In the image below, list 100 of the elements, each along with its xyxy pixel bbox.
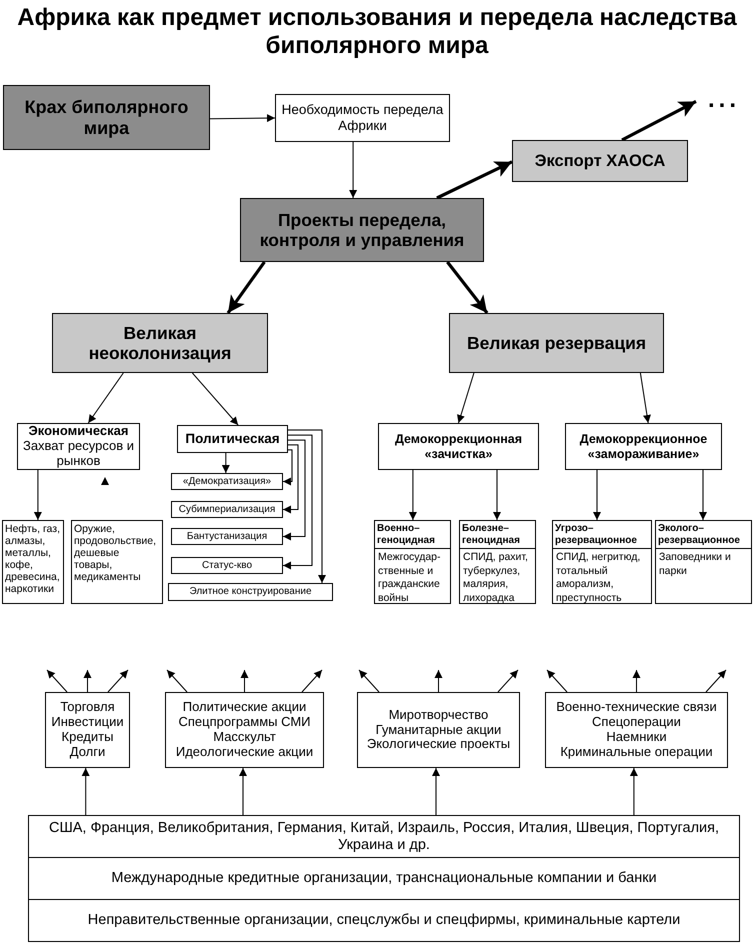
arrow <box>546 670 568 692</box>
arrow <box>108 670 128 692</box>
process-box <box>171 557 283 574</box>
box-text: Нефть, газ, алмазы, металлы, кофе, древесина, наркотики <box>5 523 61 596</box>
process-box <box>165 692 324 768</box>
process-box <box>545 692 728 768</box>
box-text: Экологические проекты <box>366 737 512 752</box>
arrow <box>288 430 326 584</box>
box-text: Масскульт <box>212 730 277 745</box>
category-card <box>552 520 652 604</box>
arrow <box>210 114 276 122</box>
box-text: Необходимость передела Африки <box>280 102 444 134</box>
arrow <box>432 768 440 816</box>
table-row: Международные кредитные организации, транснациональные компании и банки <box>29 857 739 899</box>
table-row: Неправительственные организации, спецслужбы и спецфирмы, криминальные картели <box>29 899 739 941</box>
box-text: Великая резервация <box>466 332 648 354</box>
box-text: Спецоперации <box>591 715 682 730</box>
card-text: Заповедники и парки <box>658 550 732 579</box>
box-text: Гуманитарные акции <box>374 722 502 738</box>
box-text: Долги <box>70 744 106 760</box>
category-card <box>459 520 536 604</box>
process-box <box>357 692 520 768</box>
list-box <box>71 520 163 604</box>
arrow <box>593 470 601 520</box>
process-box <box>45 692 130 768</box>
arrow <box>46 670 68 692</box>
process-box <box>378 423 539 470</box>
arrow <box>706 670 726 692</box>
arrow <box>446 261 488 314</box>
box-text: Военно-технические связи <box>555 700 718 716</box>
box-text: «Демократизация» <box>182 476 272 488</box>
box-text: Наемники <box>605 730 668 745</box>
arrow <box>434 670 442 692</box>
arrow <box>408 470 417 520</box>
box-text: Политические акции <box>182 700 308 716</box>
process-box <box>171 473 283 490</box>
box-text: Проекты передела, контроля и управления <box>258 210 466 250</box>
arrow <box>88 372 124 424</box>
arrow <box>632 670 640 692</box>
card-heading: Болезне– геноцидная <box>460 521 535 549</box>
process-box <box>449 313 664 373</box>
process-box <box>52 313 268 373</box>
arrow <box>436 160 513 200</box>
arrow <box>166 670 188 692</box>
box-text: Инвестиции <box>50 715 125 730</box>
box-text: Криминальные операции <box>559 744 714 760</box>
box-text: Идеологические акции <box>174 744 314 760</box>
box-text: Великая неоколонизация <box>88 322 232 364</box>
arrow <box>358 670 380 692</box>
box-text: Кредиты <box>60 730 114 745</box>
actors-table <box>28 815 740 942</box>
arrow <box>239 768 247 816</box>
arrow <box>457 372 474 424</box>
card-text: СПИД, негритюд, тотальный аморализм, преступность <box>555 550 642 606</box>
card-heading: Военно– геноцидная <box>375 521 450 549</box>
box-text: Бантустанизация <box>186 530 268 542</box>
process-box <box>177 425 288 453</box>
arrow <box>302 670 322 692</box>
box-text: Демокоррекционное «замораживание» <box>578 432 708 461</box>
card-text: СПИД, рахит, туберкулез, малярия, лихорадка <box>462 550 529 606</box>
card-heading: Угрозо– резервационное <box>553 521 651 549</box>
list-box <box>2 520 64 604</box>
box-text: Элитное конструирование <box>188 586 313 598</box>
arrow <box>630 768 638 816</box>
process-box <box>565 423 722 470</box>
process-box <box>240 198 484 262</box>
table-row-text: США, Франция, Великобритания, Германия, Китай, Израиль, Россия, Италия, Швеция, Португалия, Украина и др. <box>48 818 720 854</box>
arrow <box>192 372 239 426</box>
process-box <box>512 140 688 182</box>
category-card <box>374 520 451 604</box>
process-box <box>275 94 450 142</box>
arrow <box>282 440 306 540</box>
box-text: Политическая <box>184 431 281 447</box>
box-text: Статус-кво <box>200 560 254 572</box>
process-box <box>168 583 333 601</box>
process-box <box>171 528 283 545</box>
arrow <box>498 670 518 692</box>
arrow <box>282 434 312 570</box>
arrow <box>222 452 230 474</box>
box-text: Оружие, продовольствие, дешевые товары, медикаменты <box>74 523 158 584</box>
box-text: Захват ресурсов и рынков <box>22 439 136 469</box>
box-text: Торговля <box>59 700 116 716</box>
arrow <box>699 470 707 520</box>
arrow <box>82 768 90 816</box>
box-text: Крах биполярного мира <box>24 96 190 138</box>
arrow <box>240 670 248 692</box>
process-box <box>3 85 210 150</box>
arrow <box>640 372 651 424</box>
diagram-title: Африка как предмет использования и передела наследства биполярного мира <box>16 4 738 60</box>
arrow <box>282 444 298 514</box>
arrow <box>34 470 42 520</box>
arrow <box>226 261 266 314</box>
arrow <box>84 670 92 692</box>
box-heading: Экономическая <box>28 424 130 440</box>
arrow <box>621 100 697 142</box>
box-text: Миротворчество <box>388 708 490 723</box>
category-card <box>655 520 752 604</box>
box-text: Субимпериализация <box>178 504 276 516</box>
arrow <box>349 142 358 198</box>
process-box <box>17 423 140 470</box>
